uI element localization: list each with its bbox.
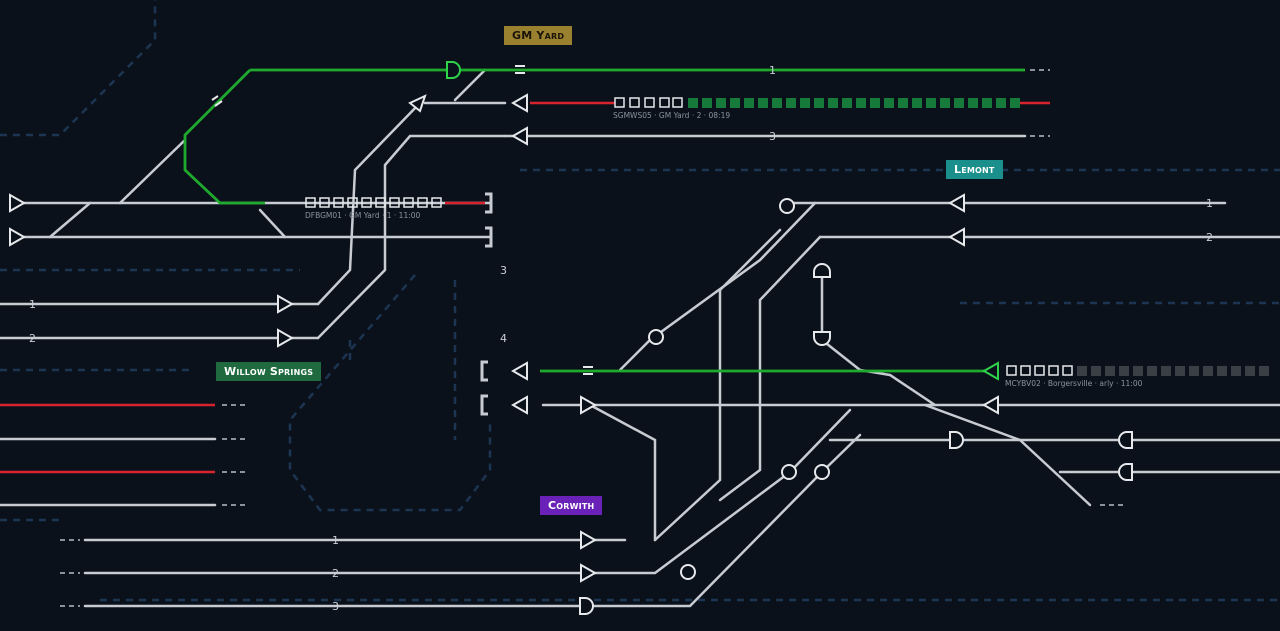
signal-icon: [947, 227, 965, 247]
train-label: SGMWS05 · GM Yard · 2 · 08:19: [613, 111, 730, 120]
location-label-lemont: Lemont: [946, 160, 1003, 179]
signal-icon: [277, 328, 295, 348]
signal-icon: [579, 597, 594, 615]
signal-icon: [510, 126, 528, 146]
routed-tracks: [183, 68, 1025, 373]
track-number: 2: [29, 332, 36, 345]
train-top[interactable]: SGMWS05 · GM Yard · 2 · 08:19: [613, 97, 1020, 120]
signal-icon: [408, 94, 427, 113]
train-label: DFBGM01 · GM Yard · 1 · 11:00: [305, 211, 421, 220]
signal-icon: [9, 227, 27, 247]
signal-icon: [981, 395, 999, 415]
signal-icon: [510, 93, 528, 113]
track-number: 2: [1206, 231, 1213, 244]
track-number: 3: [500, 264, 507, 277]
location-label-gm-yard: GM Yard: [504, 26, 573, 45]
track-numbers: 1 3 1 2 1 2 3 4 1 2 3: [29, 64, 1213, 613]
signal-icon: [510, 395, 528, 415]
signal-icon: [580, 395, 598, 415]
train-left[interactable]: DFBGM01 · GM Yard · 1 · 11:00: [305, 197, 442, 220]
signals[interactable]: [9, 93, 999, 583]
signal-icon: [680, 564, 696, 580]
location-label-corwith: Corwith: [540, 496, 603, 515]
signal-icon: [1118, 431, 1133, 449]
track-number: 1: [1206, 197, 1213, 210]
signal-icon: [813, 331, 831, 346]
track-number: 4: [500, 332, 507, 345]
signal-icon: [510, 361, 528, 381]
signal-icon: [949, 431, 964, 449]
block-markers: [211, 65, 593, 375]
round-signals[interactable]: [579, 198, 1133, 615]
train-right[interactable]: MCYBV02 · Borgersville · arly · 11:00: [1005, 365, 1269, 388]
track-number: 3: [769, 130, 776, 143]
signal-icon: [779, 198, 795, 214]
track-number: 1: [332, 534, 339, 547]
signal-green-icon[interactable]: [981, 361, 999, 381]
location-label-willow-springs: Willow Springs: [216, 362, 322, 381]
signal-icon: [9, 193, 27, 213]
signal-icon: [648, 329, 664, 345]
signal-icon: [947, 193, 965, 213]
buffer-stops: [480, 192, 493, 416]
signal-icon: [277, 294, 295, 314]
background-guides: [0, 0, 1280, 602]
track-number: 1: [29, 298, 36, 311]
signal-icon: [580, 530, 598, 550]
signal-icon: [580, 563, 598, 583]
tracks: [0, 68, 1280, 608]
signal-icon: [781, 464, 797, 480]
occupied-tracks: [0, 101, 1050, 474]
signal-icon: [814, 464, 830, 480]
signal-icon: [813, 263, 831, 278]
signal-icon: [1118, 463, 1133, 481]
track-number: 2: [332, 567, 339, 580]
signal-green-icon[interactable]: [446, 61, 461, 79]
track-ends: [60, 69, 1125, 607]
train-label: MCYBV02 · Borgersville · arly · 11:00: [1005, 379, 1143, 388]
track-number: 3: [332, 600, 339, 613]
track-number: 1: [769, 64, 776, 77]
